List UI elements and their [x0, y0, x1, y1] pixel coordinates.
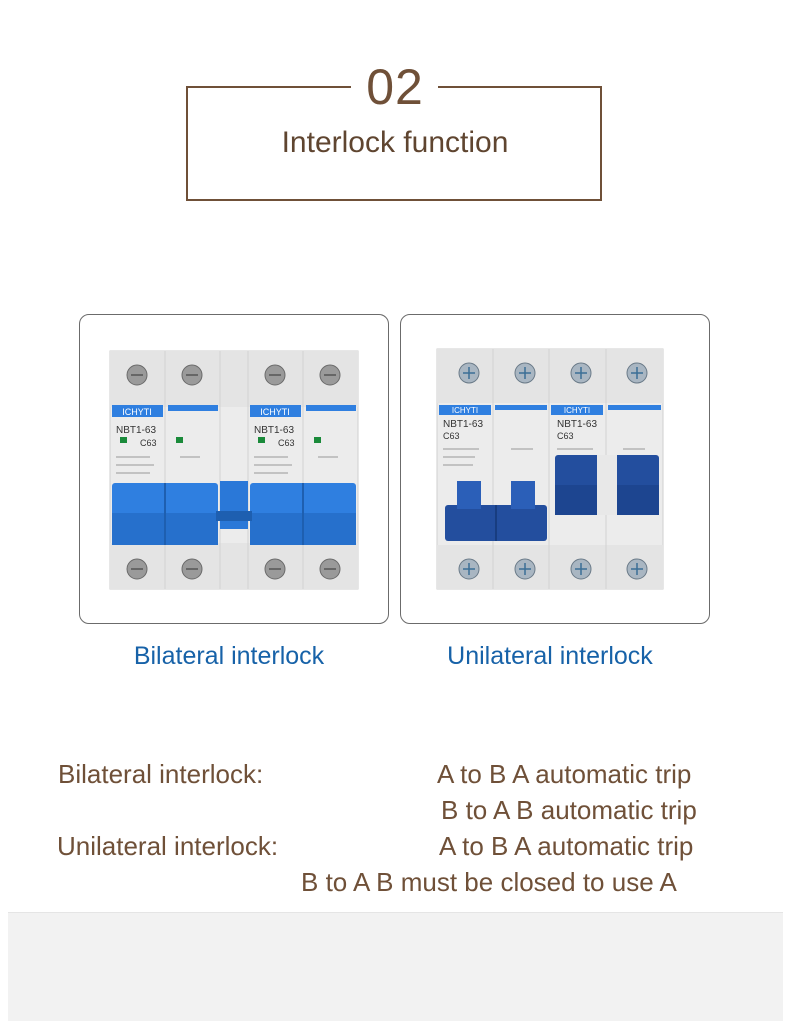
left-model-b: NBT1-63: [254, 425, 294, 436]
left-model-a: NBT1-63: [116, 425, 156, 436]
section-number: 02: [366, 59, 424, 115]
left-brand-b: ICHYTI: [260, 407, 290, 417]
breaker-pair-illustration-right: ICHYTI ICHYTI NBT1-63 C63 NBT1-63 C63: [436, 348, 664, 590]
right-brand-b: ICHYTI: [564, 406, 590, 415]
bilateral-interlock-photo: ICHYTI ICHYTI NBT1-63 C63 NBT1-63 C63: [79, 314, 389, 624]
right-model-a: NBT1-63: [443, 419, 483, 430]
unilateral-line-1: A to B A automatic trip: [439, 831, 694, 861]
unilateral-interlock-photo: ICHYTI ICHYTI NBT1-63 C63 NBT1-63 C63: [400, 314, 710, 624]
section-title-frame: [186, 86, 602, 201]
breaker-pair-illustration: ICHYTI ICHYTI NBT1-63 C63 NBT1-63 C63: [109, 350, 359, 590]
left-brand-a: ICHYTI: [122, 407, 152, 417]
bottom-panel: [8, 912, 783, 1021]
frame-lines: [186, 86, 602, 201]
right-rating-b: C63: [557, 431, 574, 441]
section-title: Interlock function: [281, 126, 509, 159]
bilateral-label: Bilateral interlock:: [58, 759, 264, 789]
left-rating-b: C63: [278, 438, 295, 448]
left-rating-a: C63: [140, 438, 157, 448]
bilateral-line-1: A to B A automatic trip: [437, 759, 692, 789]
right-brand-a: ICHYTI: [452, 406, 478, 415]
unilateral-line-2: B to A B must be closed to use A: [301, 867, 677, 897]
bilateral-line-2: B to A B automatic trip: [441, 795, 697, 825]
right-model-b: NBT1-63: [557, 419, 597, 430]
unilateral-label: Unilateral interlock:: [57, 831, 279, 861]
bilateral-caption: Bilateral interlock: [133, 642, 325, 670]
unilateral-caption: Unilateral interlock: [447, 642, 653, 670]
right-rating-a: C63: [443, 431, 460, 441]
